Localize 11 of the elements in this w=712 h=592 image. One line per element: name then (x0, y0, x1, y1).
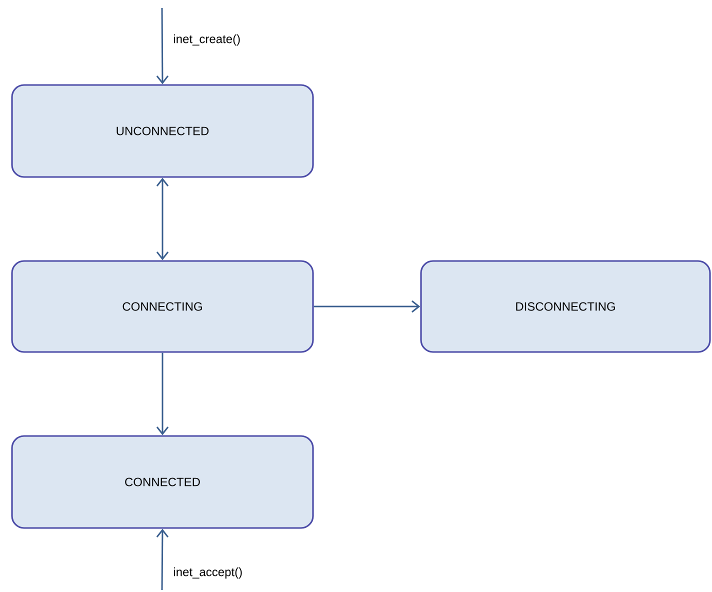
state-box: CONNECTED (11, 435, 314, 529)
edge-label: inet_create() (172, 33, 242, 47)
arrow (314, 300, 420, 313)
state-box: CONNECTING (11, 260, 314, 353)
arrow (156, 8, 169, 84)
arrow (156, 178, 169, 260)
arrow (156, 352, 169, 436)
arrow (156, 528, 169, 590)
state-box: UNCONNECTED (11, 84, 314, 178)
edge-label: inet_accept() (172, 566, 244, 580)
state-box: DISCONNECTING (420, 260, 711, 353)
